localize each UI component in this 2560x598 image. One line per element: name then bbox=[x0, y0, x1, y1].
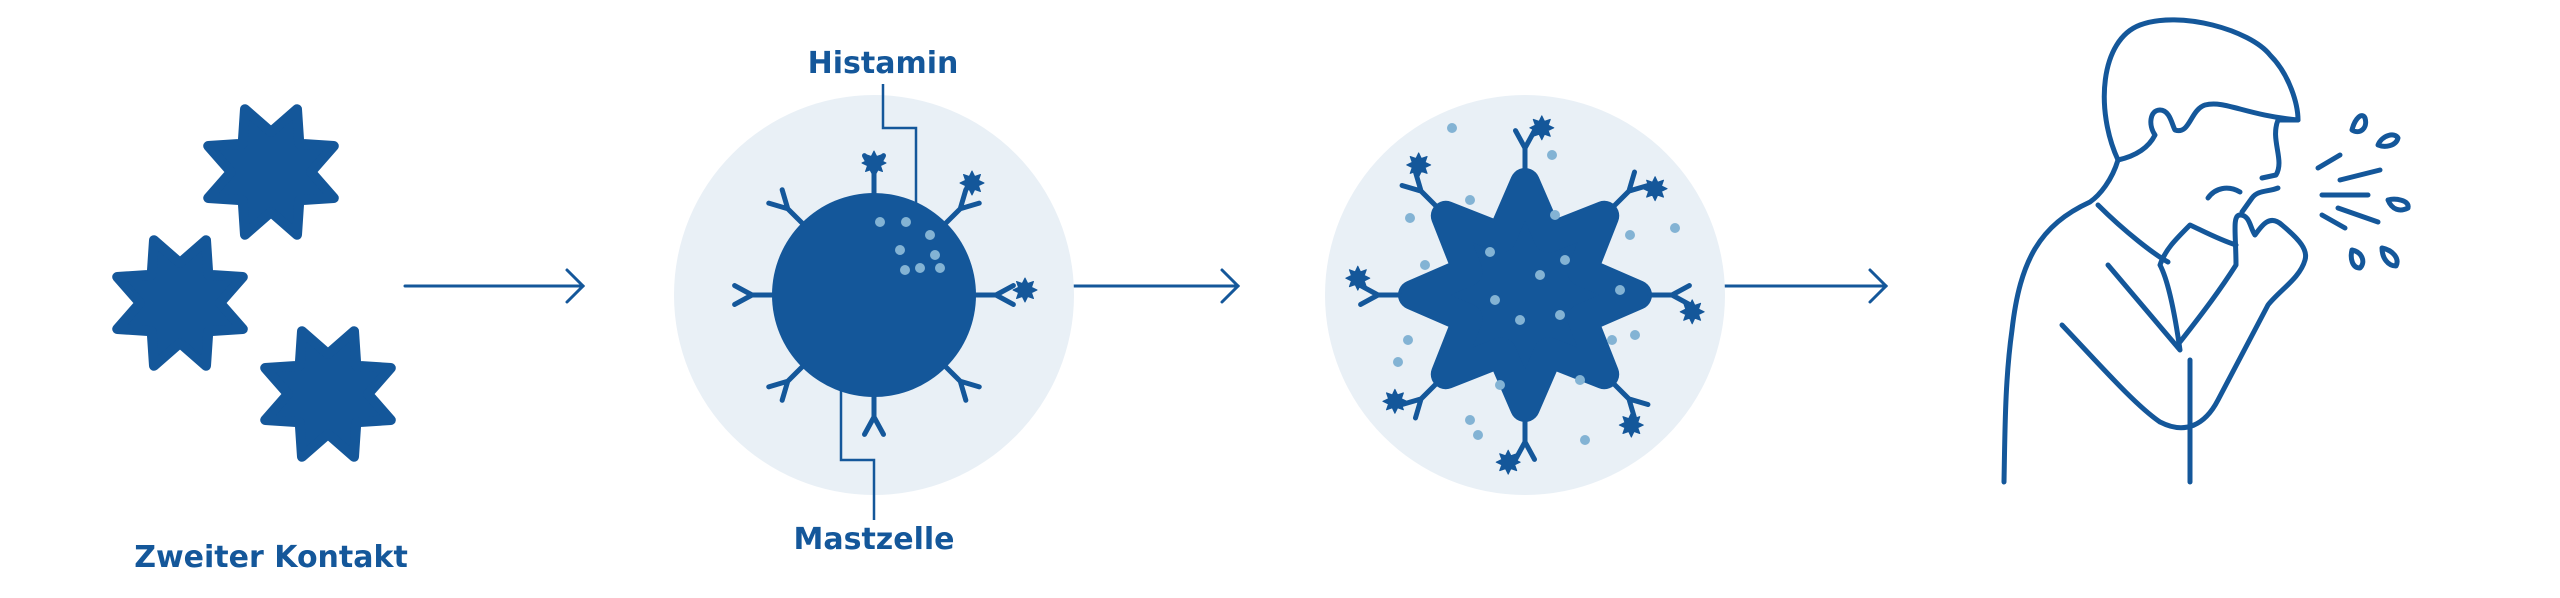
allergen-icon bbox=[1642, 176, 1668, 202]
allergen-icon bbox=[1406, 152, 1432, 178]
mast-cell bbox=[772, 193, 976, 397]
histamine-granule bbox=[1473, 430, 1483, 440]
antibody-icon bbox=[1358, 283, 1403, 307]
histamine-granule bbox=[1560, 255, 1570, 265]
allergen-icon bbox=[1382, 388, 1408, 414]
histamine-granule bbox=[1580, 435, 1590, 445]
histamine-granule bbox=[915, 263, 925, 273]
allergen-icon bbox=[1618, 412, 1644, 438]
mast-cell-label: Mastzelle bbox=[793, 522, 955, 557]
antibody-icon bbox=[971, 283, 1016, 307]
sneezing-person-icon bbox=[2001, 17, 2411, 485]
antibody-icon bbox=[766, 363, 806, 403]
histamine-granule bbox=[1670, 223, 1680, 233]
mast-cell-pointer bbox=[839, 390, 876, 520]
allergen-icon bbox=[112, 235, 248, 371]
degranulating-mast-cell bbox=[1398, 168, 1652, 422]
histamine-granule bbox=[1485, 247, 1495, 257]
allergen-icon bbox=[260, 326, 396, 462]
antibody-icon bbox=[942, 363, 982, 403]
histamine-granule bbox=[1405, 213, 1415, 223]
antibody-icon bbox=[862, 392, 886, 437]
histamine-granule bbox=[895, 245, 905, 255]
histamine-granule bbox=[1495, 380, 1505, 390]
allergen-icon bbox=[861, 150, 887, 176]
arrow-2 bbox=[1060, 268, 1241, 304]
antibody-icon bbox=[1399, 380, 1440, 421]
histamine-granule bbox=[1615, 285, 1625, 295]
histamine-granule bbox=[935, 263, 945, 273]
mast-cell-stage bbox=[674, 84, 1074, 520]
antibody-icon bbox=[1647, 283, 1692, 307]
arrow-3 bbox=[1708, 268, 1889, 304]
histamine-granule bbox=[1420, 260, 1430, 270]
histamine-granule bbox=[1465, 195, 1475, 205]
histamine-granule bbox=[1630, 330, 1640, 340]
allergen-icon bbox=[1345, 265, 1371, 291]
histamine-pointer bbox=[881, 84, 918, 205]
antibody-icon bbox=[732, 283, 777, 307]
histamine-granule bbox=[1490, 295, 1500, 305]
histamine-granule bbox=[1555, 310, 1565, 320]
histamine-granule bbox=[1575, 375, 1585, 385]
antibody-icon bbox=[1513, 128, 1537, 173]
allergen-icon bbox=[1679, 299, 1705, 325]
histamine-label: Histamin bbox=[807, 46, 959, 81]
histamine-granule bbox=[930, 250, 940, 260]
histamine-granule bbox=[875, 217, 885, 227]
histamine-granule bbox=[1535, 270, 1545, 280]
allergen-icon bbox=[1012, 277, 1038, 303]
antibody-icon bbox=[1610, 169, 1651, 210]
histamine-granule bbox=[1607, 335, 1617, 345]
second-contact-label: Zweiter Kontakt bbox=[134, 540, 408, 575]
allergen-icon bbox=[1529, 115, 1555, 141]
allergen-group bbox=[112, 104, 396, 462]
histamine-granule bbox=[1547, 150, 1557, 160]
histamine-granule bbox=[1403, 335, 1413, 345]
histamine-granule bbox=[1447, 123, 1457, 133]
antibody-icon bbox=[766, 187, 806, 227]
histamine-granule bbox=[1550, 210, 1560, 220]
arrow-1 bbox=[403, 268, 586, 304]
histamine-granule bbox=[1625, 230, 1635, 240]
allergen-icon bbox=[959, 170, 985, 196]
antibody-icon bbox=[1513, 417, 1537, 462]
antibody-icon bbox=[1399, 169, 1440, 210]
histamine-granule bbox=[1515, 315, 1525, 325]
histamine-granule bbox=[1393, 357, 1403, 367]
histamine-granule bbox=[925, 230, 935, 240]
allergen-icon bbox=[203, 104, 339, 240]
antibody-icon bbox=[942, 187, 982, 227]
allergen-icon bbox=[1495, 449, 1521, 475]
histamine-granule bbox=[900, 265, 910, 275]
histamine-granule bbox=[1465, 415, 1475, 425]
histamine-granule bbox=[901, 217, 911, 227]
antibody-icon bbox=[1610, 380, 1651, 421]
degranulating-mast-cell-stage bbox=[1325, 95, 1725, 495]
